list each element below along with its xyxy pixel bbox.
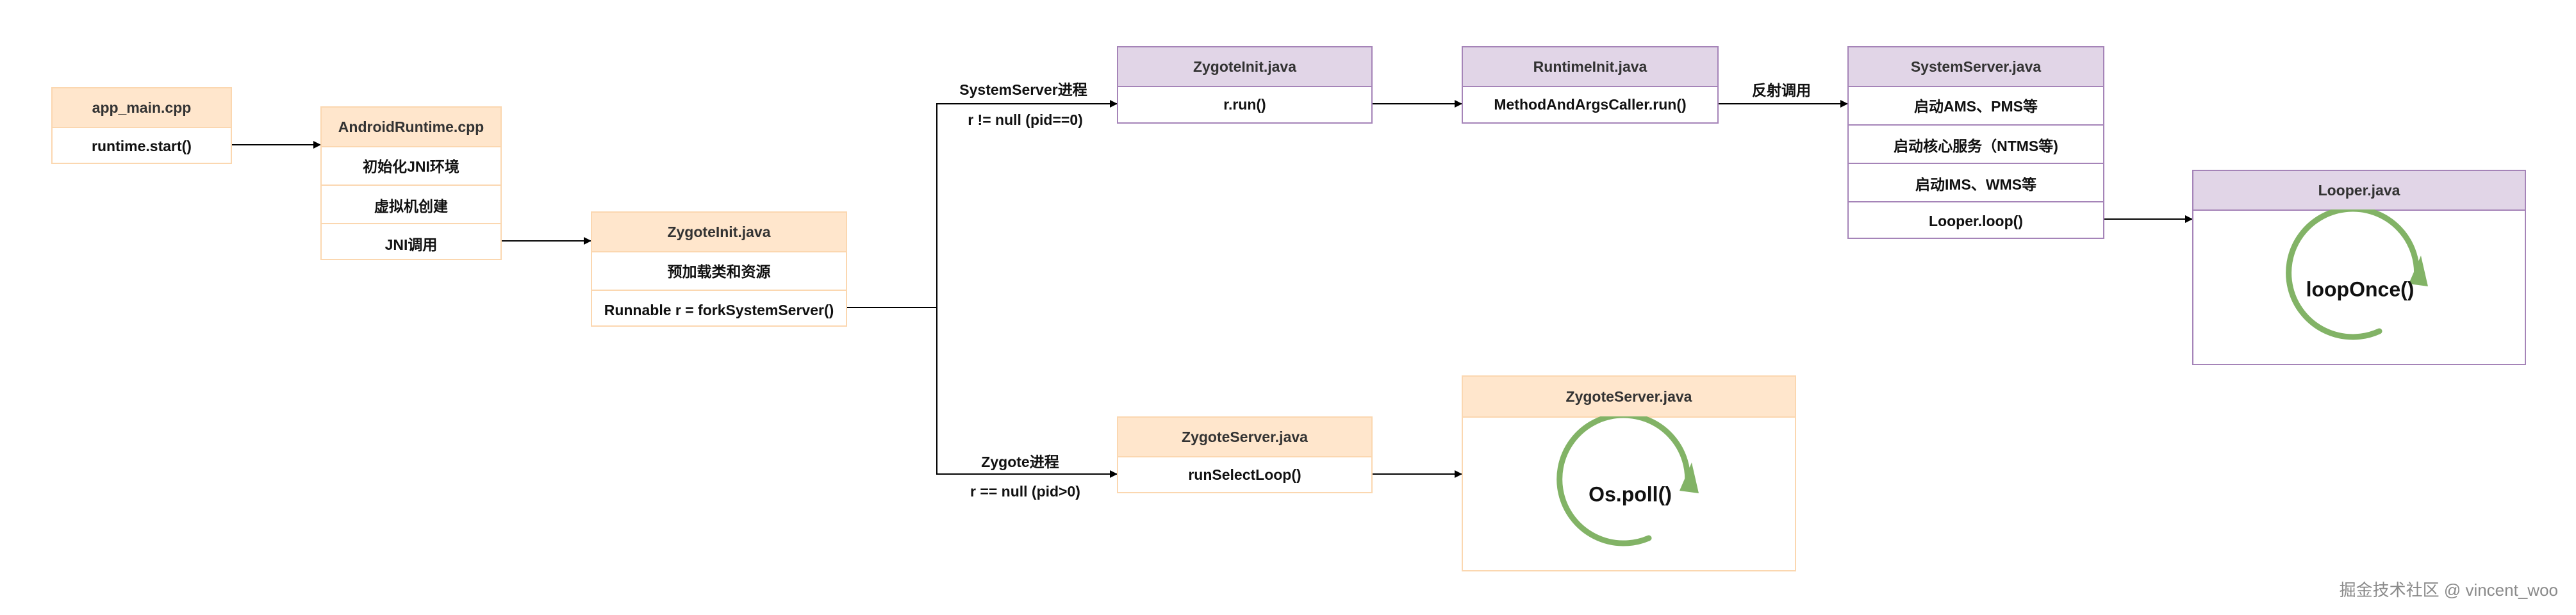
android-runtime-row-jni-call: JNI调用 (322, 223, 500, 263)
runtime-init-node[interactable]: RuntimeInit.java MethodAndArgsCaller.run… (1462, 46, 1719, 124)
app-main-row-runtime-start: runtime.start() (92, 137, 192, 154)
system-server-node[interactable]: SystemServer.java 启动AMS、PMS等 启动核心服务（NTMS… (1847, 46, 2104, 239)
zygote-init-top-title: ZygoteInit.java (1118, 47, 1371, 87)
label-zygote-process: Zygote进程 (981, 454, 1059, 470)
runtime-init-title: RuntimeInit.java (1463, 47, 1717, 87)
looper-loop-label: loopOnce() (2306, 277, 2415, 301)
zygote-init-left-row-preload: 预加载类和资源 (667, 263, 771, 280)
zygote-server-small-title: ZygoteServer.java (1118, 418, 1371, 457)
label-system-server-process: SystemServer进程 (959, 81, 1087, 98)
zygote-init-left-row-fork: Runnable r = forkSystemServer() (592, 290, 846, 329)
android-runtime-row-vm-create: 虚拟机创建 (322, 184, 500, 224)
edge-branch-to-zygoteserver-small (936, 308, 1118, 478)
app-main-title: app_main.cpp (53, 88, 231, 128)
android-runtime-node[interactable]: AndroidRuntime.cpp 初始化JNI环境 虚拟机创建 JNI调用 (320, 106, 502, 260)
label-reflection-call: 反射调用 (1752, 82, 1811, 99)
zygote-server-big-loop-label: Os.poll() (1589, 482, 1672, 506)
android-runtime-row-jni-init: 初始化JNI环境 (363, 158, 459, 175)
loop-arrow-icon (2286, 209, 2428, 340)
runtime-init-row-caller-run: MethodAndArgsCaller.run() (1494, 96, 1687, 113)
zygote-server-small-row-select-loop: runSelectLoop() (1188, 466, 1301, 483)
app-main-node[interactable]: app_main.cpp runtime.start() (51, 87, 232, 164)
zygote-init-top-row-run: r.run() (1223, 96, 1266, 113)
system-server-row-core-services: 启动核心服务（NTMS等) (1849, 124, 2103, 164)
edge-branch-to-zygoteinit-top (936, 100, 1118, 308)
looper-node[interactable]: Looper.java loopOnce() (2192, 170, 2526, 365)
system-server-title: SystemServer.java (1849, 47, 2103, 87)
zygote-server-big-node[interactable]: ZygoteServer.java Os.poll() (1462, 375, 1796, 571)
looper-title: Looper.java (2193, 171, 2525, 211)
watermark-text: 掘金技术社区 @ vincent_woo (2339, 580, 2558, 600)
system-server-row-ims-wms: 启动IMS、WMS等 (1849, 163, 2103, 202)
zygote-server-small-node[interactable]: ZygoteServer.java runSelectLoop() (1117, 416, 1373, 493)
zygote-server-big-title: ZygoteServer.java (1463, 377, 1795, 418)
label-zygote-condition: r == null (pid>0) (970, 483, 1080, 500)
zygote-init-left-node[interactable]: ZygoteInit.java 预加载类和资源 Runnable r = for… (591, 211, 847, 327)
zygote-init-left-title: ZygoteInit.java (592, 213, 846, 252)
label-system-server-condition: r != null (pid==0) (968, 111, 1083, 128)
system-server-row-ams-pms: 启动AMS、PMS等 (1914, 98, 2038, 115)
system-server-row-looper-loop: Looper.loop() (1849, 201, 2103, 240)
android-runtime-title: AndroidRuntime.cpp (322, 108, 500, 147)
poll-loop-arrow-icon (1556, 416, 1699, 546)
zygote-init-top-node[interactable]: ZygoteInit.java r.run() (1117, 46, 1373, 124)
